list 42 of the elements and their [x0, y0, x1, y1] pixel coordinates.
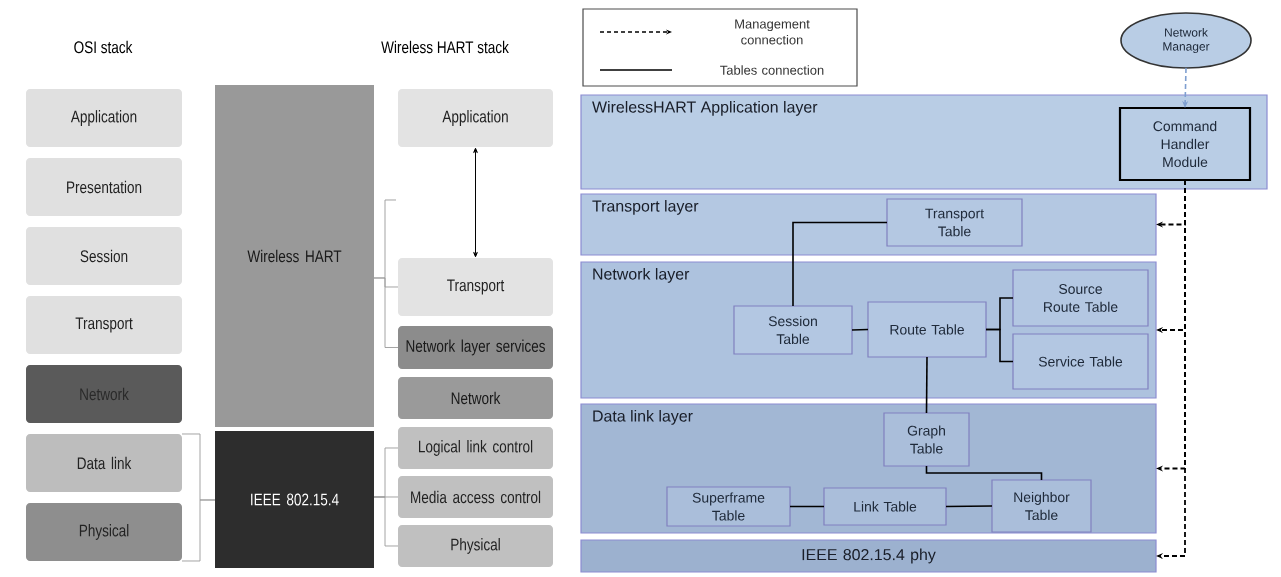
layer-box: Application [26, 89, 182, 147]
layer-band: IEEE 802.15.4 phy [580, 539, 1157, 573]
connector-line [945, 505, 993, 508]
layer-box: Session [26, 227, 182, 285]
table-box: Service Table [1012, 333, 1149, 390]
module-box: Command Handler Module [1118, 106, 1252, 182]
connector-line [851, 328, 869, 331]
connector-line [181, 499, 216, 562]
table-box: Superframe Table [666, 486, 791, 527]
table-box: Link Table [823, 487, 947, 526]
stack-block: IEEE 802.15.4 [215, 431, 374, 568]
connector-line [373, 496, 399, 547]
layer-box: Presentation [26, 158, 182, 216]
connector-line [925, 465, 1043, 481]
layer-box: Physical [26, 503, 182, 561]
table-box: Route Table [867, 301, 987, 358]
layer-box: Application [398, 89, 553, 147]
legend-text: Tables connection [720, 65, 824, 75]
arrow [473, 147, 478, 258]
stack-heading: OSI stack [74, 40, 133, 54]
arrow [1182, 67, 1189, 108]
table-box: Neighbor Table [991, 479, 1092, 533]
layer-box: Network layer services [398, 326, 553, 369]
layer-box: Transport [26, 296, 182, 354]
layer-box: Data link [26, 434, 182, 492]
stack-heading: Wireless HART stack [381, 40, 509, 54]
layer-box: Media access control [398, 476, 553, 518]
connector-line [789, 505, 825, 508]
layer-box: Logical link control [398, 427, 553, 469]
stack-block: Wireless HART [215, 85, 374, 427]
layer-box: Physical [398, 525, 553, 567]
table-box: Source Route Table [1012, 269, 1149, 327]
table-box: Session Table [733, 305, 853, 355]
connector-line [925, 356, 928, 414]
connector-line [985, 328, 1014, 363]
table-box: Graph Table [883, 412, 970, 467]
layer-box: Transport [398, 258, 553, 316]
layer-box: Network [398, 377, 553, 419]
legend-text: Management connection [735, 19, 810, 45]
table-box: Transport Table [886, 198, 1023, 247]
connector-line [373, 277, 399, 348]
connector-line [792, 221, 888, 307]
